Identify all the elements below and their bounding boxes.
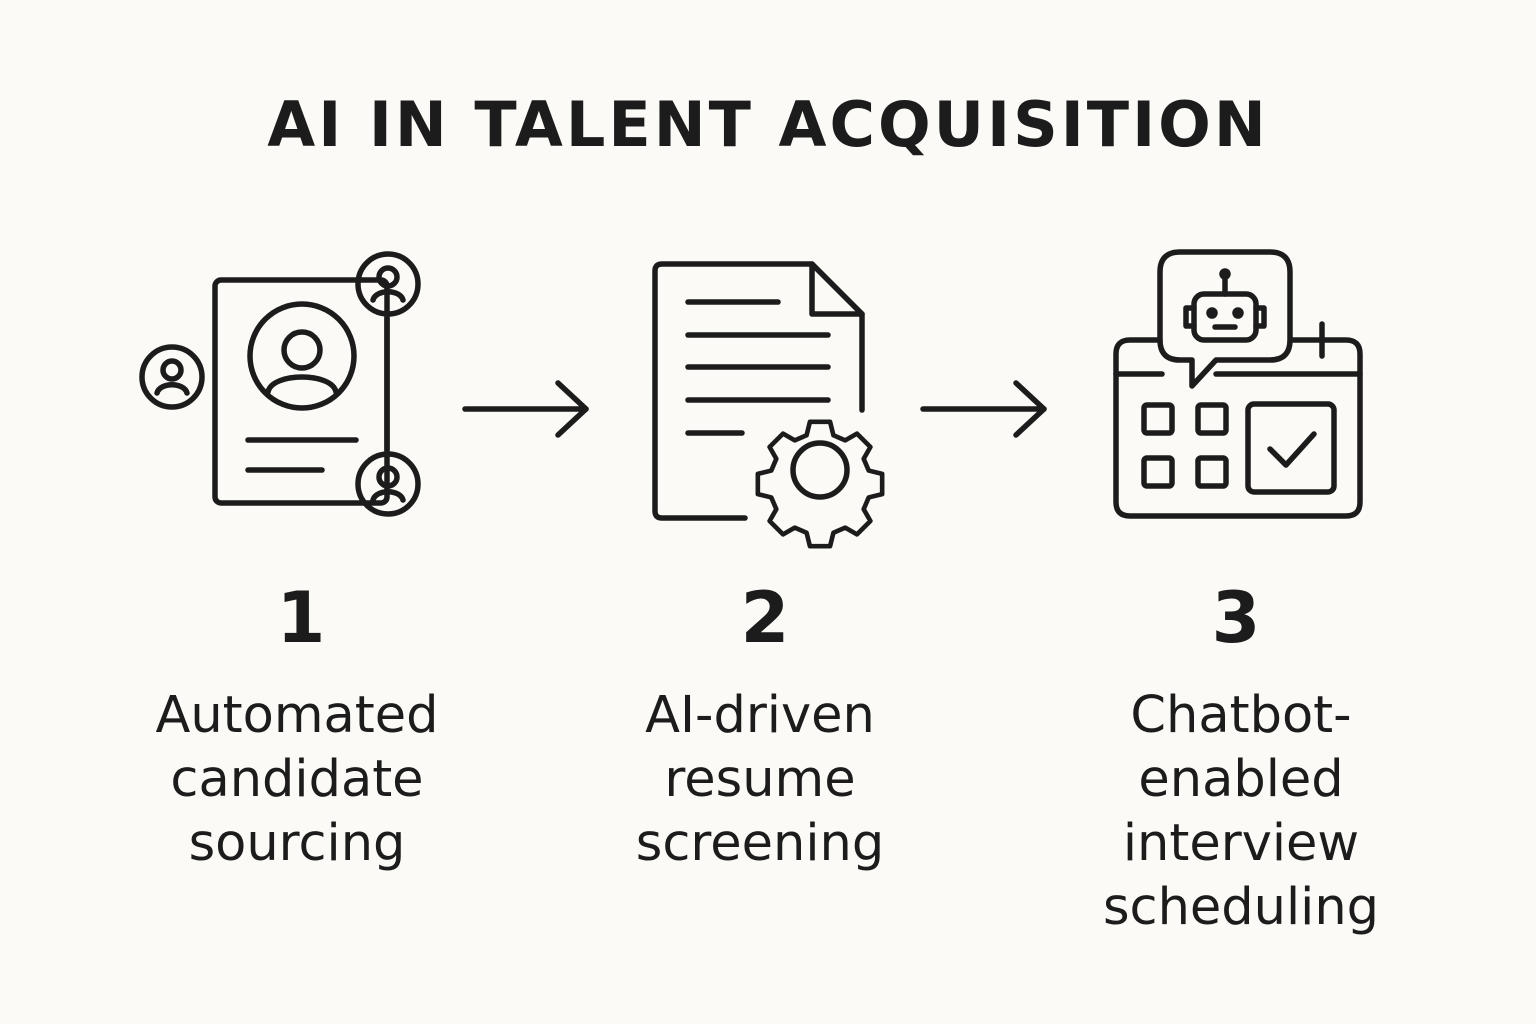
step-2-label-line: resume: [664, 750, 856, 809]
step-2-label: AI-driven resume screening: [550, 684, 970, 876]
step-1-label-line: Automated: [155, 686, 439, 745]
resume-screening-icon-strokes: [652, 261, 885, 549]
step-2-number: 2: [740, 577, 790, 659]
step-1-label-line: sourcing: [188, 814, 406, 873]
interview-scheduling-icon: [1113, 249, 1363, 519]
step-2-label-line: screening: [635, 814, 885, 873]
step-1-label-line: candidate: [170, 750, 424, 809]
step-1-number: 1: [276, 577, 326, 659]
step-3-label-line: scheduling: [1102, 878, 1380, 937]
candidate-sourcing-icon: [139, 251, 421, 517]
step-1-label: Automated candidate sourcing: [87, 684, 507, 876]
step-2-label-line: AI-driven: [645, 686, 875, 745]
flow-arrow-2: [920, 380, 1047, 438]
step-3-label-line: Chatbot-enabled: [1130, 686, 1352, 809]
resume-screening-icon: [652, 261, 885, 549]
step-3-number: 3: [1211, 577, 1261, 659]
flow-arrow-1: [462, 380, 589, 438]
interview-scheduling-icon-strokes: [1113, 249, 1363, 519]
candidate-sourcing-icon-strokes: [139, 251, 421, 517]
step-3-label: Chatbot-enabled interview scheduling: [1031, 684, 1451, 940]
step-3-label-line: interview: [1122, 814, 1360, 873]
diagram-title: AI IN TALENT ACQUISITION: [267, 88, 1269, 161]
